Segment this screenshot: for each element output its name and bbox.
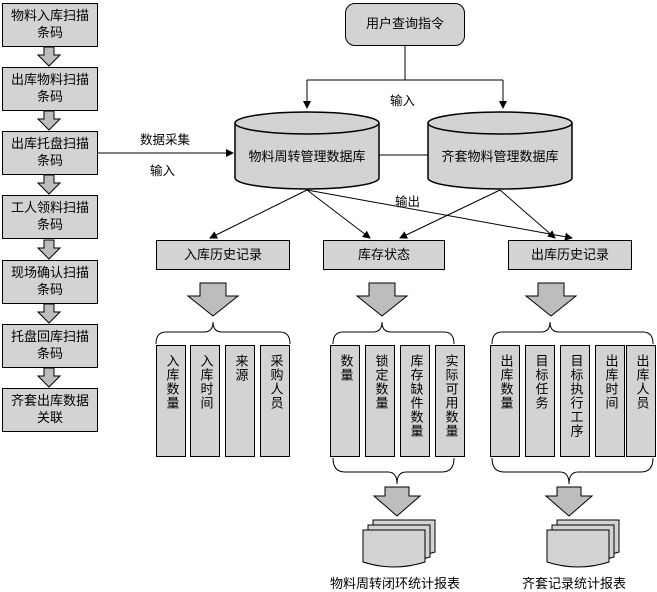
field-inbound-time: 入库时间 bbox=[190, 345, 220, 457]
db-kit-body bbox=[427, 123, 573, 190]
step-pallet-return-scan: 托盘回库扫描 条码 bbox=[2, 324, 98, 368]
db-kit-label: 齐套物料管理数据库 bbox=[441, 150, 559, 165]
field-outbound-time: 出库时间 bbox=[595, 345, 625, 457]
step-arrows bbox=[36, 46, 62, 388]
field-outbound-quantity: 出库数量 bbox=[490, 345, 520, 457]
step-outbound-scan: 出库物料扫描 条码 bbox=[2, 67, 98, 111]
field-source: 来源 bbox=[225, 345, 255, 457]
step-kit-association: 齐套出库数据 关联 bbox=[2, 388, 98, 432]
step-site-confirm-scan: 现场确认扫描 条码 bbox=[2, 260, 98, 304]
field-shortage-quantity: 库存缺件数量 bbox=[400, 345, 430, 457]
header-inbound-history: 入库历史记录 bbox=[156, 240, 290, 270]
header-outbound-history: 出库历史记录 bbox=[508, 240, 632, 270]
report-kit-label: 齐套记录统计报表 bbox=[522, 577, 627, 592]
field-outbound-person: 出库人员 bbox=[626, 345, 656, 457]
report-material-label: 物料周转闭环统计报表 bbox=[330, 577, 461, 592]
step-inbound-scan: 物料入库扫描 条码 bbox=[2, 3, 98, 47]
field-quantity: 数量 bbox=[330, 345, 360, 457]
header-inventory-status: 库存状态 bbox=[323, 240, 445, 270]
report-doc-icon-2 bbox=[546, 519, 620, 568]
db-material-body bbox=[234, 123, 380, 190]
field-target-process: 目标执行工序 bbox=[560, 345, 590, 457]
report-doc-icon-1 bbox=[362, 519, 436, 568]
label-data-collection: 数据采集 bbox=[140, 132, 191, 147]
step-worker-pick-scan: 工人领料扫描 条码 bbox=[2, 195, 98, 239]
field-available-quantity: 实际可用数量 bbox=[435, 345, 465, 457]
field-purchaser: 采购人员 bbox=[260, 345, 290, 457]
field-target-task: 目标任务 bbox=[525, 345, 555, 457]
field-locked-quantity: 锁定数量 bbox=[365, 345, 395, 457]
label-input-left: 输入 bbox=[150, 163, 176, 178]
field-inbound-quantity: 入库数量 bbox=[156, 345, 186, 457]
label-output: 输出 bbox=[395, 194, 421, 209]
db-material-label: 物料周转管理数据库 bbox=[248, 150, 366, 165]
user-query-box: 用户查询指令 bbox=[345, 3, 465, 46]
label-input-top: 输入 bbox=[390, 93, 416, 108]
step-pallet-scan: 出库托盘扫描 条码 bbox=[2, 131, 98, 175]
